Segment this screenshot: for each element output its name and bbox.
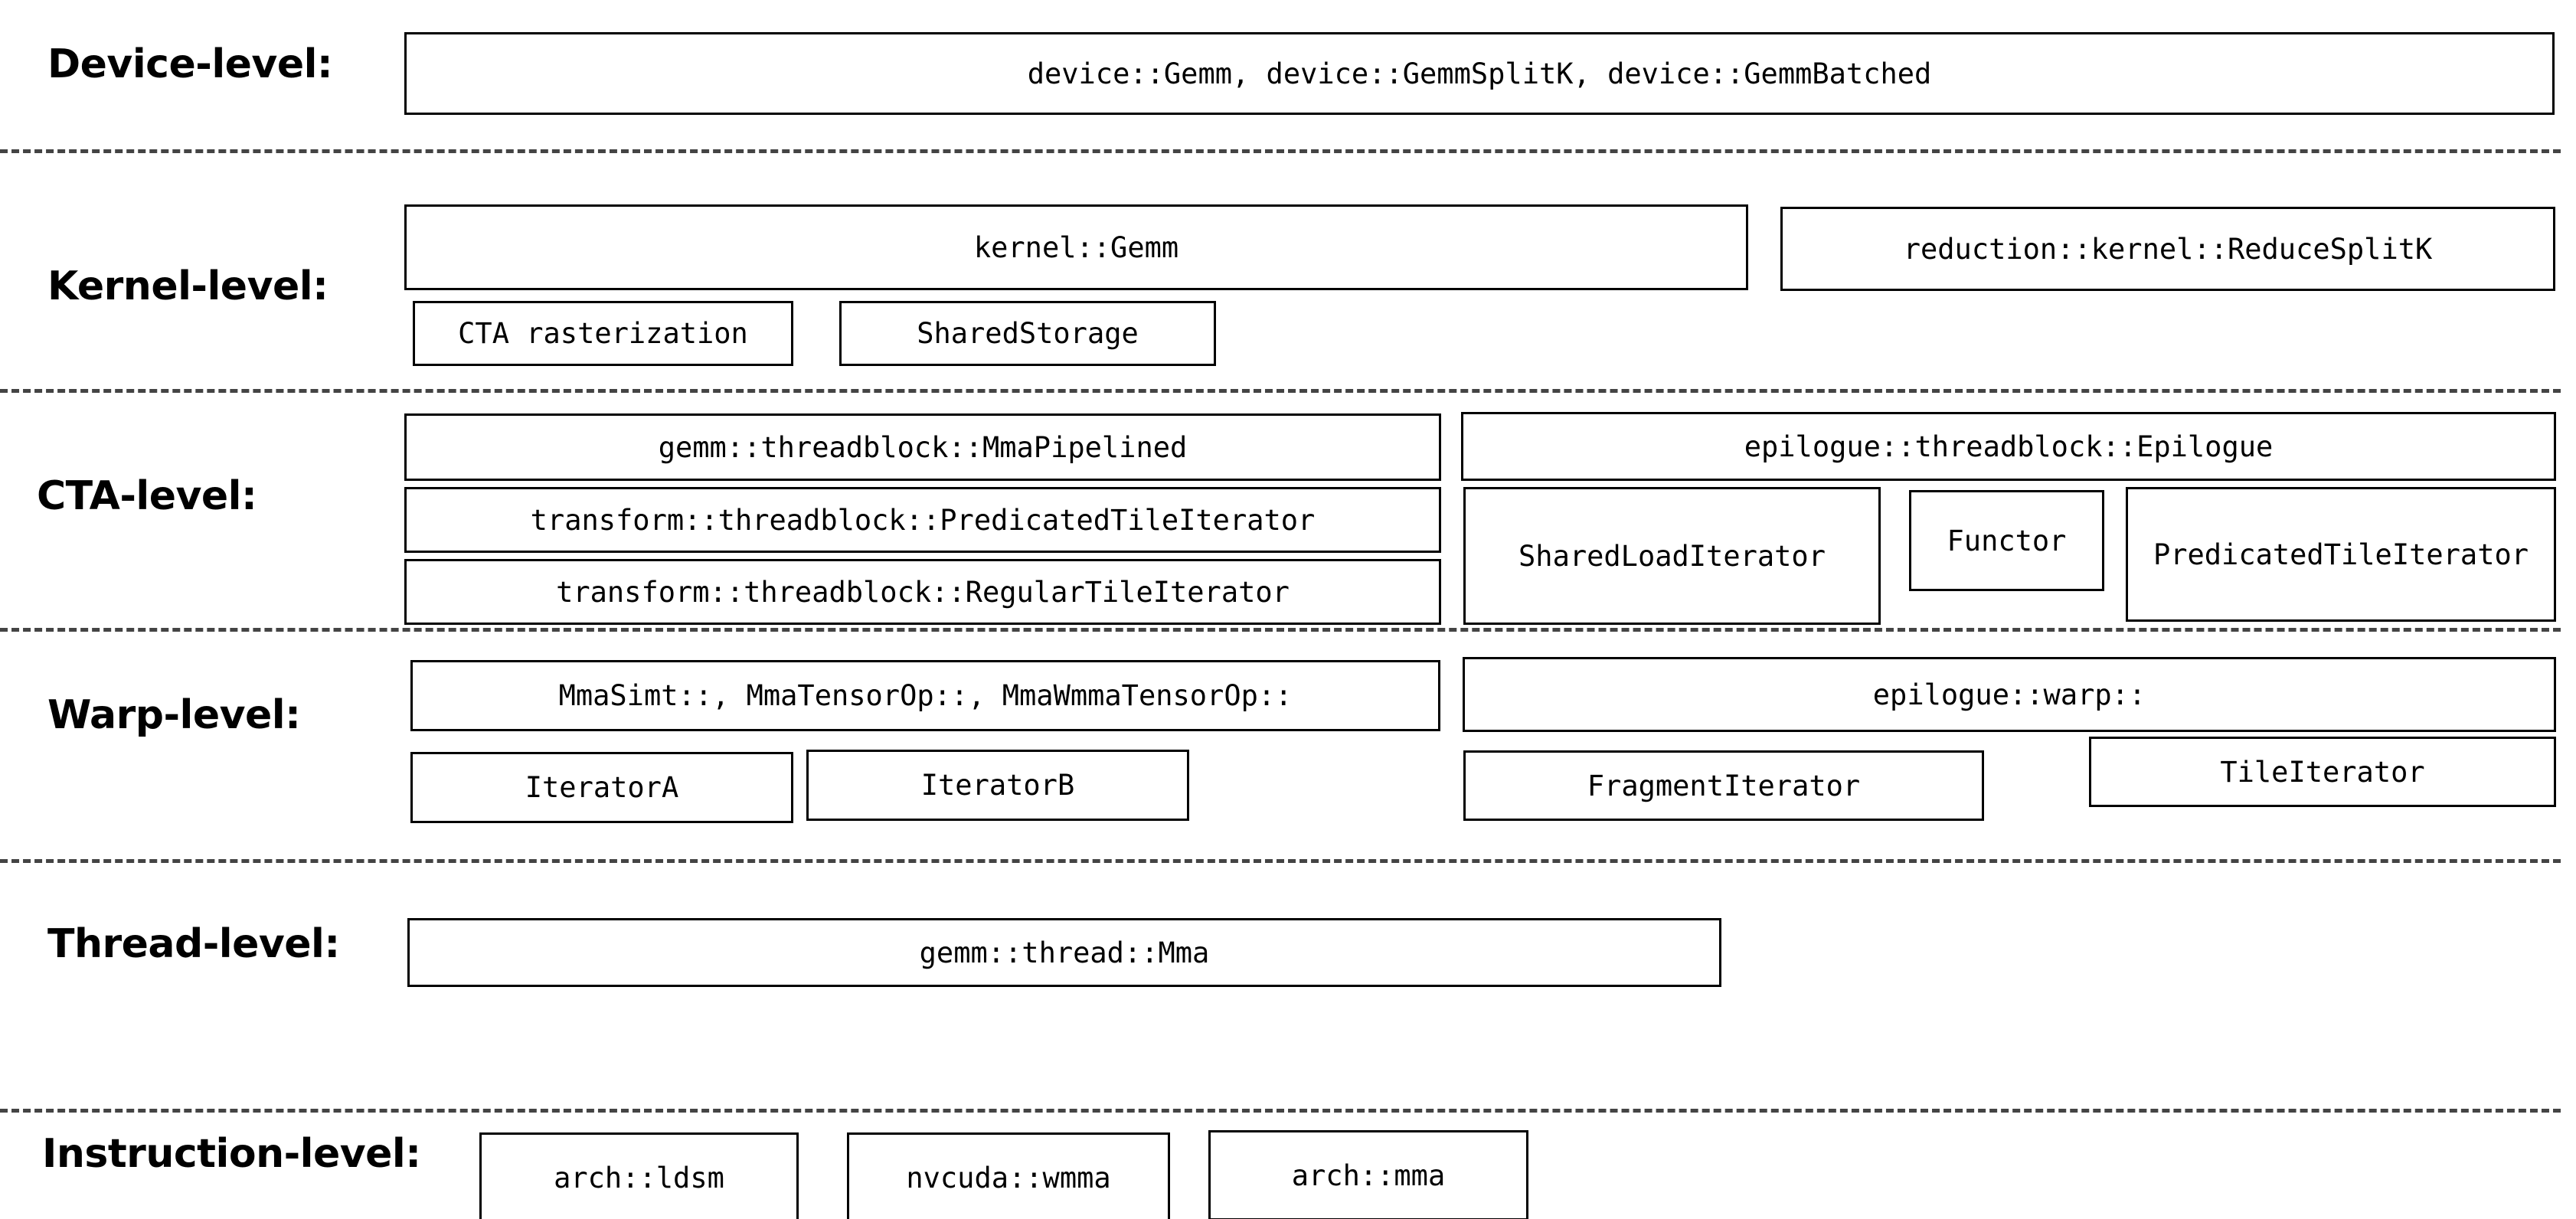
separator-warp-thread: [0, 859, 2561, 863]
node-arch-mma[interactable]: arch::mma: [1208, 1130, 1528, 1219]
separator-kernel-cta: [0, 389, 2561, 393]
level-label-cta: CTA-level:: [37, 473, 257, 519]
node-kernel-gemm[interactable]: kernel::Gemm: [404, 204, 1748, 290]
node-fragmentiterator[interactable]: FragmentIterator: [1463, 750, 1984, 821]
node-transform-threadblock-regulartileiterator[interactable]: transform::threadblock::RegularTileItera…: [404, 559, 1441, 625]
node-transform-threadblock-predicatedtileiterator[interactable]: transform::threadblock::PredicatedTileIt…: [404, 487, 1441, 553]
level-label-instruction: Instruction-level:: [42, 1131, 421, 1177]
separator-cta-warp: [0, 628, 2561, 632]
node-gemm-threadblock-mmapipelined[interactable]: gemm::threadblock::MmaPipelined: [404, 413, 1441, 481]
node-device-gemm[interactable]: device::Gemm, device::GemmSplitK, device…: [404, 32, 2555, 115]
node-iterator-b[interactable]: IteratorB: [806, 750, 1189, 821]
node-arch-ldsm[interactable]: arch::ldsm: [479, 1132, 799, 1219]
node-mma-warp-ops[interactable]: MmaSimt::, MmaTensorOp::, MmaWmmaTensorO…: [410, 660, 1440, 731]
node-iterator-a[interactable]: IteratorA: [410, 752, 793, 823]
level-label-warp: Warp-level:: [47, 692, 301, 738]
level-label-thread: Thread-level:: [47, 921, 340, 967]
separator-device-kernel: [0, 149, 2561, 153]
node-epilogue-threadblock-epilogue[interactable]: epilogue::threadblock::Epilogue: [1461, 412, 2556, 481]
node-gemm-thread-mma[interactable]: gemm::thread::Mma: [407, 918, 1721, 987]
node-epilogue-warp[interactable]: epilogue::warp::: [1463, 657, 2556, 732]
level-label-device: Device-level:: [47, 41, 333, 87]
node-reduction-kernel-reducesplitk[interactable]: reduction::kernel::ReduceSplitK: [1780, 207, 2555, 291]
node-functor[interactable]: Functor: [1909, 490, 2104, 591]
node-cta-rasterization[interactable]: CTA rasterization: [413, 301, 793, 366]
node-sharedloaditerator[interactable]: SharedLoadIterator: [1463, 487, 1881, 625]
node-shared-storage[interactable]: SharedStorage: [839, 301, 1216, 366]
separator-thread-instruction: [0, 1109, 2561, 1113]
node-predicatedtileiterator[interactable]: PredicatedTileIterator: [2126, 487, 2556, 622]
level-label-kernel: Kernel-level:: [47, 263, 329, 309]
node-tileiterator[interactable]: TileIterator: [2089, 737, 2556, 807]
node-nvcuda-wmma[interactable]: nvcuda::wmma: [847, 1132, 1170, 1219]
